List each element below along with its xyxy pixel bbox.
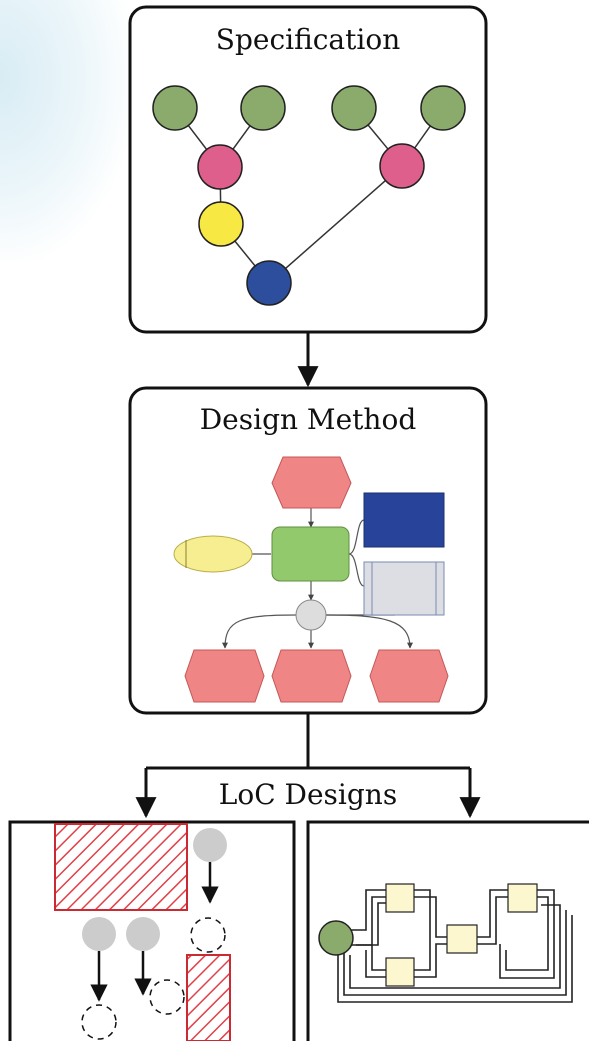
loc-design-left-panel [8, 820, 296, 1041]
inner-node [379, 143, 425, 189]
droplet-target [81, 1004, 117, 1040]
leaf-node [331, 85, 377, 131]
valve-chip [507, 883, 538, 913]
leaf-node [152, 85, 198, 131]
droplet [126, 917, 160, 951]
data-store-light [363, 561, 445, 616]
tree-nodes [152, 85, 466, 306]
module-region [54, 823, 188, 911]
data-store-dark [363, 492, 445, 548]
specification-title: Specification [216, 23, 400, 56]
process-block [271, 526, 350, 582]
input-block [271, 456, 352, 509]
valve-chip [446, 924, 478, 954]
flow-channels [337, 889, 573, 1003]
valve-chip [385, 957, 415, 987]
root-node [246, 260, 292, 306]
specification-panel: Specification [128, 5, 488, 334]
leaf-node [420, 85, 466, 131]
droplet [82, 917, 116, 951]
loc-design-right-panel [306, 820, 589, 1041]
tree-edge [268, 165, 403, 284]
module-region [186, 954, 231, 1041]
loc-designs-title: LoC Designs [219, 778, 397, 811]
output-block [271, 649, 352, 703]
inner-node [198, 201, 244, 247]
config-ellipse [173, 535, 253, 573]
valve-chip [385, 883, 415, 913]
inner-node [197, 144, 243, 190]
droplet-target [149, 979, 185, 1015]
background-wash [0, 0, 130, 260]
output-block [369, 649, 449, 703]
branch-connector [135, 713, 481, 819]
valve-chips [385, 883, 538, 987]
droplet [193, 828, 227, 862]
output-block [184, 649, 265, 703]
leaf-node [240, 85, 286, 131]
design-method-panel: Design Method [128, 386, 488, 715]
droplet-target [190, 917, 226, 953]
decision-node [295, 599, 327, 631]
inlet-port [318, 920, 354, 956]
design-method-title: Design Method [200, 403, 417, 436]
